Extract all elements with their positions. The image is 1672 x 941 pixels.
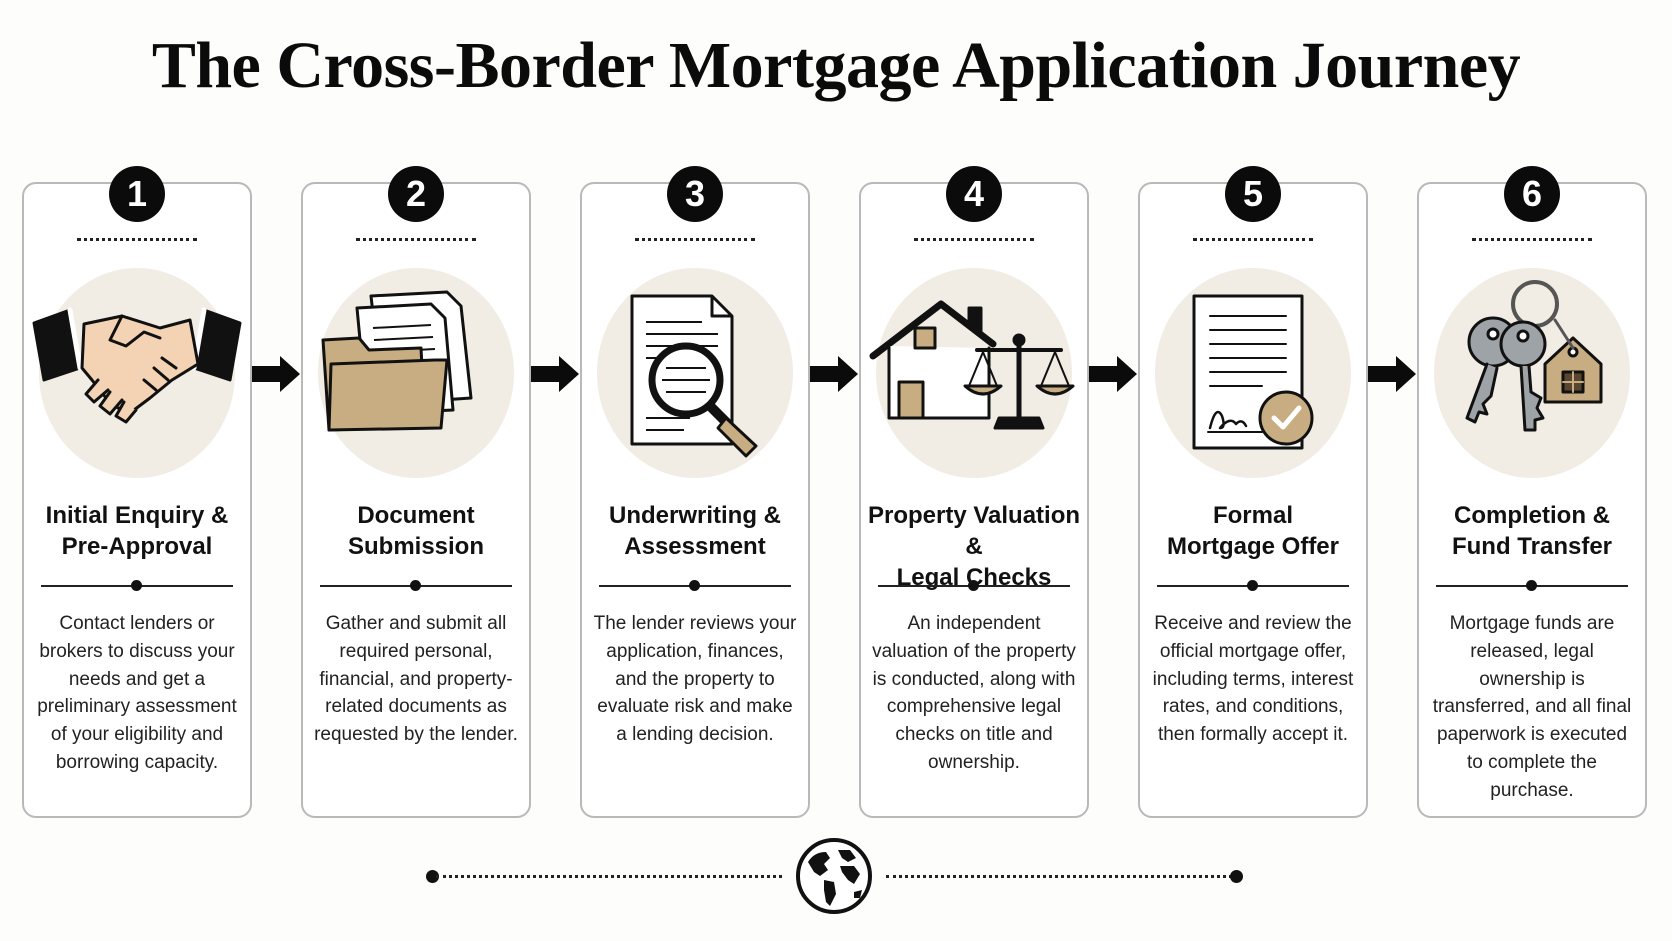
separator-dot: [689, 580, 700, 591]
step-description: The lender reviews your application, fin…: [593, 613, 797, 746]
step-description: Mortgage funds are released, legal owner…: [1432, 613, 1632, 801]
arrow-right-icon: [252, 356, 300, 392]
arrow-right-icon: [1089, 356, 1137, 392]
page-title: The Cross-Border Mortgage Application Jo…: [151, 29, 1521, 102]
dotted-divider: [356, 238, 476, 241]
step-number-badge: 1: [109, 166, 165, 222]
step-title: Underwriting & Assessment: [609, 502, 781, 560]
dotted-divider: [1472, 238, 1592, 241]
arrow-right-icon: [810, 356, 858, 392]
step-title: Formal Mortgage Offer: [1166, 502, 1339, 560]
document-magnifier-icon: [630, 294, 758, 458]
house-scales-icon: [869, 300, 1075, 430]
arrow-right-icon: [1368, 356, 1416, 392]
separator-dot: [131, 580, 142, 591]
step-description: Contact lenders or brokers to discuss yo…: [37, 613, 237, 773]
arrow-right-icon: [531, 356, 579, 392]
dotted-divider: [77, 238, 197, 241]
step-title: Document Submission: [347, 502, 485, 560]
handshake-icon: [32, 307, 242, 424]
separator-dot: [410, 580, 421, 591]
step-number-badge: 3: [667, 166, 723, 222]
dotted-divider: [1193, 238, 1313, 241]
step-description: Gather and submit all required personal,…: [314, 613, 518, 746]
footer-endpoint-dot: [1230, 870, 1243, 883]
signed-offer-icon: [1192, 294, 1314, 450]
step-description: An independent valuation of the property…: [872, 613, 1076, 773]
folder-documents-icon: [321, 290, 473, 432]
footer-dotted-line: [436, 875, 782, 878]
separator-dot: [968, 580, 979, 591]
step-number-badge: 6: [1504, 166, 1560, 222]
house-keys-icon: [1465, 280, 1603, 432]
step-description: Receive and review the official mortgage…: [1152, 613, 1354, 746]
footer-endpoint-dot: [426, 870, 439, 883]
step-title: Completion & Fund Transfer: [1451, 502, 1613, 560]
step-number-badge: 5: [1225, 166, 1281, 222]
dotted-divider: [914, 238, 1034, 241]
dotted-divider: [635, 238, 755, 241]
step-number-badge: 4: [946, 166, 1002, 222]
footer-dotted-line: [886, 875, 1232, 878]
step-title: Initial Enquiry & Pre-Approval: [45, 502, 229, 560]
separator-dot: [1247, 580, 1258, 591]
globe-icon: [796, 838, 872, 914]
step-number-badge: 2: [388, 166, 444, 222]
separator-dot: [1526, 580, 1537, 591]
